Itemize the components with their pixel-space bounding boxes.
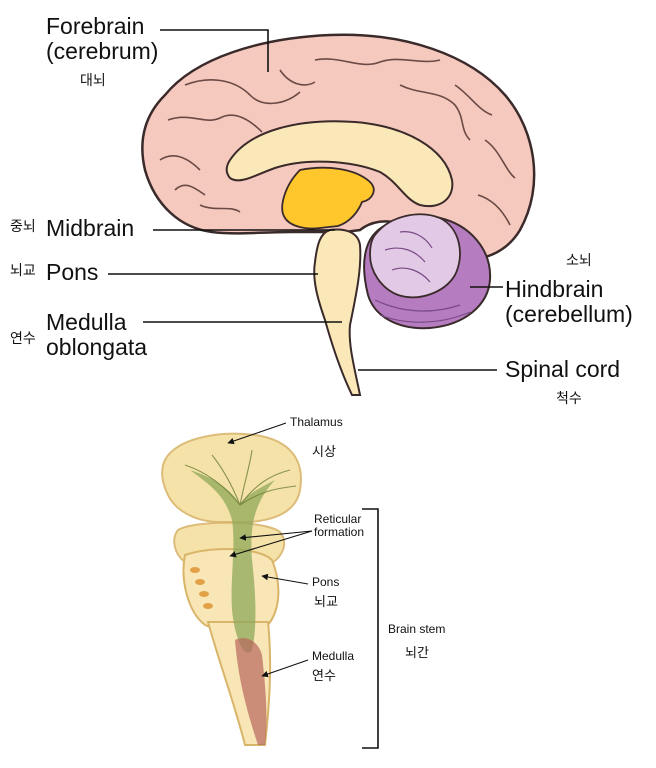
thalamus-en: Thalamus [290, 415, 343, 429]
reticular-en1: Reticular [314, 512, 362, 526]
forebrain-ko: 대뇌 [80, 73, 106, 89]
medulla-en2: oblongata [46, 334, 148, 361]
forebrain-en2: (cerebrum) [46, 38, 159, 65]
forebrain-en1: Forebrain [46, 13, 145, 39]
medulla-bottom-ko: 연수 [312, 669, 336, 684]
reticular-en2: formation [314, 525, 365, 540]
thalamus-body [161, 432, 302, 523]
spinal-cord-ko: 척수 [556, 391, 582, 407]
pons-en: Pons [46, 259, 99, 285]
medulla-en1: Medulla [46, 309, 127, 335]
cerebellum-folia [374, 231, 471, 323]
midbrain-region [281, 166, 375, 230]
hindbrain-en2: (cerebellum) [505, 301, 633, 328]
spinal-cord-en: Spinal cord [505, 356, 621, 382]
top-leader-lines [108, 29, 503, 371]
midbrain-ko: 중뇌 [10, 219, 36, 235]
medulla-bottom-en: Medulla [312, 649, 355, 663]
pons-ko: 뇌교 [10, 263, 36, 279]
cerebellum-light [369, 213, 461, 299]
brain-stem-bracket [362, 508, 379, 749]
medulla-label: Medulla oblongata [46, 309, 148, 361]
pons-bottom-ko: 뇌교 [314, 595, 338, 610]
brainstem-detail [161, 432, 302, 746]
bottom-leader-lines [227, 422, 313, 678]
hindbrain-label: Hindbrain (cerebellum) [505, 276, 633, 328]
brainstem [313, 228, 362, 396]
pons-bottom-en: Pons [312, 575, 340, 589]
medulla-core [235, 638, 267, 745]
pons-lower [182, 547, 280, 632]
reticular-formation-shape [190, 470, 275, 653]
brain-stem-en: Brain stem [388, 622, 446, 636]
midbrain-en: Midbrain [46, 215, 135, 241]
reticular-label: Reticular formation [314, 512, 365, 540]
thalamus-ko: 시상 [312, 445, 336, 460]
medulla-ko: 연수 [10, 331, 36, 347]
hindbrain-en1: Hindbrain [505, 276, 604, 302]
sagittal-brain [141, 33, 536, 396]
reticular-fibers [184, 449, 297, 506]
hindbrain-ko: 소뇌 [566, 253, 592, 269]
pons-nuclei [190, 567, 213, 609]
brain-stem-ko: 뇌간 [405, 646, 429, 661]
forebrain-label: Forebrain (cerebrum) [46, 13, 159, 65]
corpus-callosum [225, 120, 454, 208]
